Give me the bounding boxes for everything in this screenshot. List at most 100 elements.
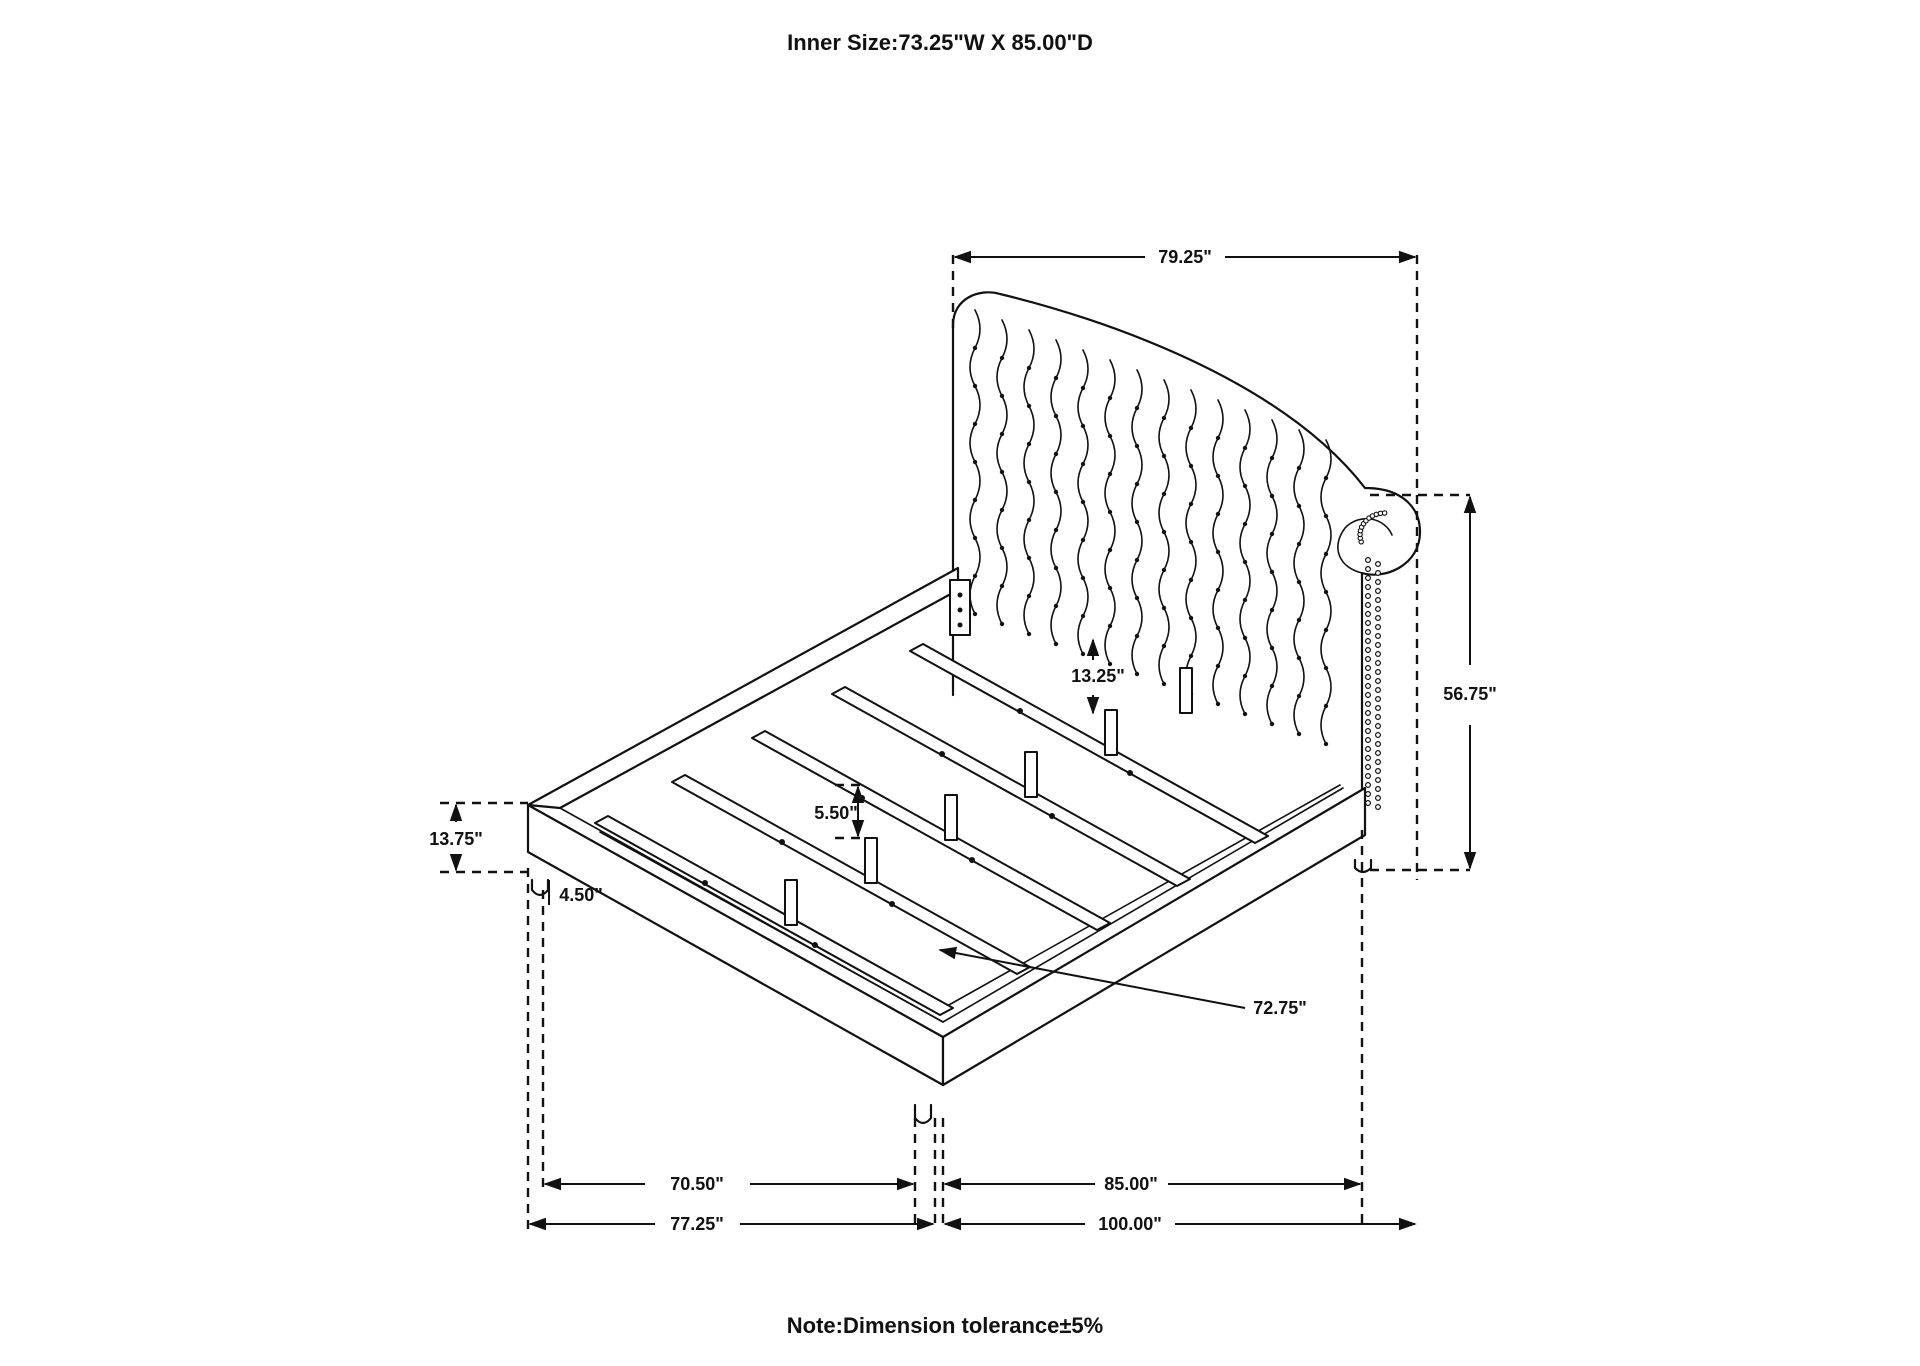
dim-headboard-height: 56.75" xyxy=(1443,684,1497,704)
side-rail-top xyxy=(526,566,960,810)
nailhead xyxy=(1364,781,1371,788)
slats xyxy=(594,643,1269,1016)
tuft-line xyxy=(969,309,981,615)
nailhead xyxy=(1374,623,1381,630)
nailhead xyxy=(1364,691,1371,698)
tolerance-note: Note:Dimension tolerance±5% xyxy=(787,1313,1103,1338)
tuft-line xyxy=(1212,399,1224,705)
headboard-tufting xyxy=(969,309,1332,747)
nailhead xyxy=(1364,790,1371,797)
nailhead xyxy=(1364,700,1371,707)
slat xyxy=(751,730,1111,931)
dim-overall-length: 100.00" xyxy=(1098,1214,1162,1234)
nailhead xyxy=(1364,655,1371,662)
nailhead xyxy=(1374,731,1381,738)
nailhead xyxy=(1374,659,1381,666)
support-leg xyxy=(1024,751,1038,798)
slat-screw xyxy=(889,901,895,907)
support-leg xyxy=(784,879,798,926)
nailhead xyxy=(1374,632,1381,639)
nailhead xyxy=(1364,772,1371,779)
nailhead xyxy=(1364,583,1371,590)
nailhead xyxy=(1374,650,1381,657)
nailhead xyxy=(1364,673,1371,680)
nailhead xyxy=(1374,740,1381,747)
nailhead xyxy=(1374,614,1381,621)
center-support xyxy=(784,667,1193,926)
support-leg xyxy=(1104,709,1118,756)
nailhead xyxy=(1364,619,1371,626)
nailhead xyxy=(1374,695,1381,702)
support-leg xyxy=(944,794,958,841)
nailhead xyxy=(1374,803,1381,810)
slat xyxy=(594,815,954,1016)
dim-inner-length: 85.00" xyxy=(1104,1174,1158,1194)
tuft-line xyxy=(1104,359,1116,665)
nailhead xyxy=(1374,596,1381,603)
nailhead xyxy=(1364,682,1371,689)
nailhead xyxy=(1364,727,1371,734)
slat xyxy=(909,643,1269,844)
slat-screw xyxy=(969,857,975,863)
nailhead xyxy=(1374,587,1381,594)
headboard-nailheads xyxy=(1357,510,1388,810)
nailhead xyxy=(1364,754,1371,761)
tuft-line xyxy=(1077,349,1089,655)
nailhead xyxy=(1364,601,1371,608)
slat-screw xyxy=(1017,708,1023,714)
nailhead xyxy=(1364,763,1371,770)
tuft-line xyxy=(996,319,1008,625)
nailhead xyxy=(1364,646,1371,653)
nailhead xyxy=(1381,510,1388,516)
slat-screw xyxy=(702,880,708,886)
nailhead xyxy=(1374,758,1381,765)
slat-screw xyxy=(1127,770,1133,776)
tuft-line xyxy=(1293,429,1305,735)
nailhead xyxy=(1364,664,1371,671)
dim-slat-length: 72.75" xyxy=(1253,998,1307,1018)
nailhead xyxy=(1374,605,1381,612)
nailhead xyxy=(1374,767,1381,774)
dim-bed-height: 13.75" xyxy=(429,829,483,849)
tuft-line xyxy=(1320,439,1332,745)
tuft-line xyxy=(1131,369,1143,675)
inner-size-title: Inner Size:73.25"W X 85.00"D xyxy=(787,30,1093,55)
nailhead xyxy=(1364,745,1371,752)
slat-screw xyxy=(939,751,945,757)
tuft-line xyxy=(1239,409,1251,715)
leg-back-right xyxy=(1353,858,1373,874)
footboard-rail xyxy=(526,803,945,1087)
nailhead xyxy=(1374,794,1381,801)
nailhead xyxy=(1374,785,1381,792)
support-leg xyxy=(1179,667,1193,714)
nailhead xyxy=(1374,668,1381,675)
slat-screw xyxy=(779,839,785,845)
dim-headboard-width: 79.25" xyxy=(1158,247,1212,267)
nailhead xyxy=(1374,722,1381,729)
nailhead xyxy=(1364,628,1371,635)
dim-leg-height: 4.50" xyxy=(559,885,603,905)
nailhead xyxy=(1374,569,1381,576)
dim-inner-width: 70.50" xyxy=(670,1174,724,1194)
nailhead xyxy=(1364,718,1371,725)
nailhead xyxy=(1374,776,1381,783)
slat-screw xyxy=(1049,813,1055,819)
nailhead xyxy=(1364,799,1371,806)
dim-rail-clearance: 13.25" xyxy=(1071,666,1125,686)
nailhead xyxy=(1364,709,1371,716)
nailhead xyxy=(1374,560,1381,567)
leg-front-right xyxy=(913,1103,933,1125)
nailhead xyxy=(1364,592,1371,599)
slat xyxy=(831,686,1191,887)
tuft-line xyxy=(1158,379,1170,685)
right-side-rail xyxy=(941,786,1367,1087)
nailhead xyxy=(1364,637,1371,644)
bed-frame xyxy=(526,566,1373,1125)
dim-overall-width: 77.25" xyxy=(670,1214,724,1234)
nailhead xyxy=(1374,578,1381,585)
dim-slat-depth: 5.50" xyxy=(814,803,858,823)
leg-front-left xyxy=(530,878,550,897)
support-leg xyxy=(864,837,878,884)
